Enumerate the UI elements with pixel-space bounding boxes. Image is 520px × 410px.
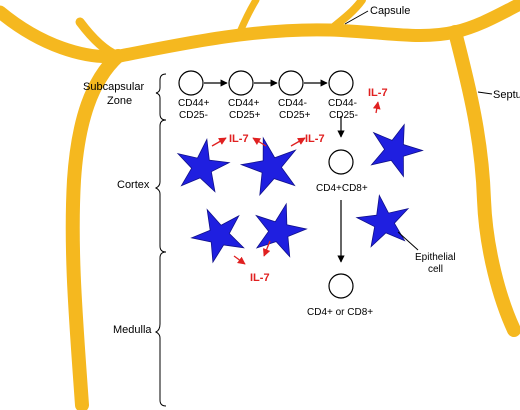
single-positive-label: CD4+ or CD8+: [307, 307, 373, 318]
double-positive-label: CD4+CD8+: [316, 183, 368, 194]
il7-label: IL-7: [250, 272, 270, 284]
epithelial-cell-icon: [190, 208, 245, 264]
cell-label-2b: CD25+: [229, 110, 261, 121]
subcapsular-zone-label-2: Zone: [107, 95, 132, 107]
cell-label-2a: CD44+: [228, 98, 260, 109]
epithelial-cell-icon: [355, 194, 410, 248]
il7-arrows: [211, 101, 381, 265]
cell-single-positive: [328, 273, 354, 299]
epithelial-leader-line: [397, 231, 419, 251]
cell-cd44neg-cd25neg: [328, 70, 354, 96]
il7-label: IL-7: [305, 133, 325, 145]
epithelial-cell-icon: [239, 136, 297, 197]
epithelial-cell-icon: [176, 138, 231, 193]
epithelial-cell-icon: [255, 202, 308, 258]
il7-label: IL-7: [229, 133, 249, 145]
cell-cd44pos-cd25neg: [178, 70, 204, 96]
zone-braces: [154, 73, 167, 407]
cortex-label: Cortex: [117, 179, 150, 191]
subcapsular-zone-label: Subcapsular: [83, 81, 144, 93]
progression-arrows: [204, 79, 345, 263]
cell-label-4a: CD44-: [328, 98, 357, 109]
capsule-label: Capsule: [370, 5, 410, 17]
epithelial-label-2: cell: [428, 264, 443, 275]
epithelial-cell-icon: [370, 123, 424, 178]
septum-label: Septum: [493, 89, 520, 101]
epithelial-label: Epithelial: [415, 252, 456, 263]
cell-label-1a: CD44+: [178, 98, 210, 109]
cell-label-4b: CD25-: [329, 110, 358, 121]
cell-label-1b: CD25-: [179, 110, 208, 121]
medulla-label: Medulla: [113, 324, 152, 336]
epithelial-cells: [176, 123, 424, 264]
septum-leader-line: [477, 91, 493, 95]
cell-cd44pos-cd25pos: [228, 70, 254, 96]
cell-cd44neg-cd25pos: [278, 70, 304, 96]
cell-double-positive: [328, 149, 354, 175]
capsule-leader-line: [344, 10, 369, 25]
cell-label-3a: CD44-: [278, 98, 307, 109]
il7-label: IL-7: [368, 87, 388, 99]
cell-label-3b: CD25+: [279, 110, 311, 121]
